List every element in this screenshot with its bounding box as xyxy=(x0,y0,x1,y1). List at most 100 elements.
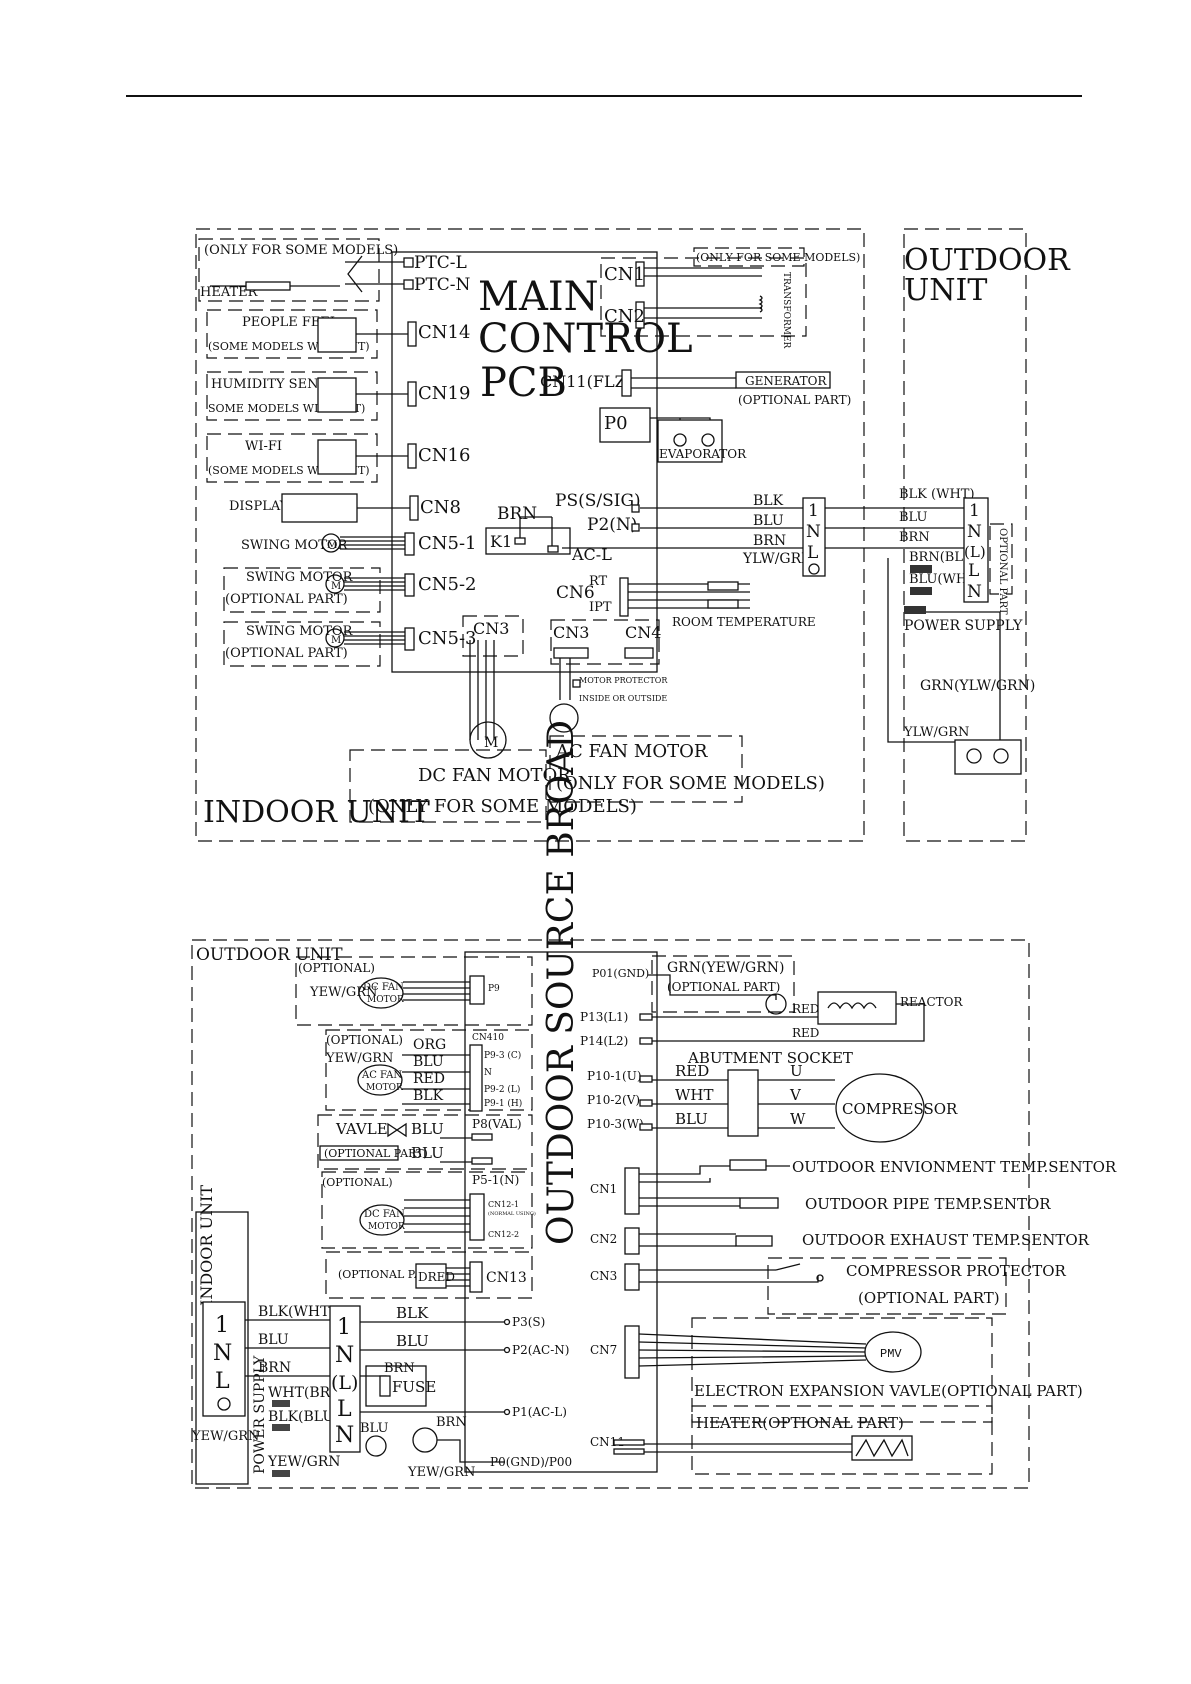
yew-grn-3: YEW/GRN xyxy=(191,1429,259,1444)
p9-label: P9 xyxy=(488,984,500,994)
i-1: 1 xyxy=(215,1313,229,1338)
indoor-term-l: L xyxy=(807,543,818,563)
yew-grn-tag xyxy=(272,1470,290,1477)
cn6-label: CN6 xyxy=(556,583,595,603)
pcb-title-2: CONTROL xyxy=(478,316,693,362)
cn1-label: CN1 xyxy=(604,264,645,285)
red-r1-label: RED xyxy=(792,1002,819,1016)
ptc-l-label: PTC-L xyxy=(414,253,467,273)
svg-text:M: M xyxy=(331,581,341,592)
p01-label: P01(GND) xyxy=(592,967,649,980)
pipe-sensor-label: OUTDOOR PIPE TEMP.SENTOR xyxy=(805,1195,1051,1213)
cn5-2-label: CN5-2 xyxy=(418,574,477,595)
motor-3: MOTOR xyxy=(368,1222,405,1232)
evaporator-label: EVAPORATOR xyxy=(659,447,747,461)
p5-label: P5-1(N) xyxy=(472,1173,519,1187)
optional-part-v: (OPTIONAL PART) xyxy=(324,1147,428,1160)
swing-motor-2-symbol xyxy=(325,574,345,594)
transformer-coil xyxy=(758,295,763,313)
blu-a-label: BLU xyxy=(413,1054,444,1070)
eev-label: ELECTRON EXPANSION VAVLE(OPTIONAL PART) xyxy=(694,1382,1083,1400)
p10-3-label: P10-3(W) xyxy=(587,1117,644,1131)
dc-fan-motor-symbol xyxy=(469,721,507,759)
p13-label: P13(L1) xyxy=(580,1010,628,1024)
cn7-label: CN7 xyxy=(590,1343,617,1357)
inside-outside-label: INSIDE OR OUTSIDE xyxy=(579,694,667,703)
outdoor-source-board xyxy=(464,951,658,1473)
optional-part-vertical: OPTIONAL PART xyxy=(997,528,1008,615)
fuse-symbol xyxy=(379,1375,391,1397)
dred-label: DRED xyxy=(418,1270,455,1284)
blu-v1-label: BLU xyxy=(411,1120,444,1138)
red-r2-label: RED xyxy=(792,1026,819,1040)
compressor-symbol xyxy=(835,1073,925,1143)
generator-note: (OPTIONAL PART) xyxy=(738,393,851,407)
p3-label: P3(S) xyxy=(512,1315,545,1329)
t-1: 1 xyxy=(337,1315,351,1340)
exhaust-sensor-label: OUTDOOR EXHAUST TEMP.SENTOR xyxy=(802,1231,1090,1249)
outdoor-unit-label-2b: OUTDOOR UNIT xyxy=(196,945,343,965)
cn3-a-label: CN3 xyxy=(473,619,509,638)
blk-wht-label: BLK (WHT) xyxy=(899,487,975,502)
transformer-label: TRANSFORMER xyxy=(781,272,791,349)
abutment-label: ABUTMENT SOCKET xyxy=(687,1049,853,1067)
blu-wht-tag xyxy=(910,587,932,595)
ac-fan-motor-note: (ONLY FOR SOME MODELS) xyxy=(556,773,825,794)
blu-v2-label: BLU xyxy=(411,1144,444,1162)
wifi-box xyxy=(206,433,378,483)
humidity-label: HUMIDITY SENSOR xyxy=(211,377,349,392)
board-label: OUTDOOR SOURCE BROAD xyxy=(541,720,582,1245)
cn3-b-label: CN3 xyxy=(553,623,589,642)
transformer-note: (ONLY FOR SOME MODELS) xyxy=(696,251,860,264)
blu-g: BLU xyxy=(360,1421,388,1436)
power-supply-out: POWER SUPPLY xyxy=(252,1355,268,1474)
grn-yew-grn-label: GRN(YEW/GRN) xyxy=(667,960,784,976)
pmv-label: PMV xyxy=(880,1347,902,1361)
blk-wht-out: BLK(WHT) xyxy=(258,1304,335,1320)
grn-ylw-grn-label: GRN(YLW/GRN) xyxy=(920,678,1035,694)
indoor-wiring-diagram: OUTDOOR UNIT MAIN CONTROL PCB (ONLY FOR … xyxy=(195,228,1071,842)
dc-fan-motor-label: DC FAN MOTOR xyxy=(418,765,571,786)
fuse-label: FUSE xyxy=(392,1378,436,1396)
indoor-term-1: 1 xyxy=(808,501,819,521)
blu-label-2: BLU xyxy=(899,510,927,525)
outdoor-terminal-block xyxy=(963,497,989,603)
p0-label: P0 xyxy=(604,413,628,434)
cn3-out-label: CN3 xyxy=(590,1269,617,1283)
p2n-label: P2(N) xyxy=(587,515,637,535)
blk-a-label: BLK xyxy=(413,1088,444,1104)
outdoor-term-l: L xyxy=(968,561,979,581)
transformer-box xyxy=(600,257,807,337)
generator-label: GENERATOR xyxy=(745,374,827,388)
outdoor-terminal-main xyxy=(329,1305,361,1453)
reactor-coil xyxy=(827,1002,877,1010)
cn5-1-label: CN5-1 xyxy=(418,533,477,554)
abutment-socket xyxy=(727,1069,759,1137)
wht-c-label: WHT xyxy=(675,1086,714,1104)
p10-2-label: P10-2(V) xyxy=(587,1093,640,1107)
heater-element xyxy=(245,281,291,291)
wht-brn-tag xyxy=(272,1400,290,1407)
brn-g: BRN xyxy=(436,1415,467,1430)
comp-protector-label: COMPRESSOR PROTECTOR xyxy=(846,1262,1067,1280)
dc-fan-motor-note: (ONLY FOR SOME MODELS) xyxy=(368,796,637,817)
heater-out-label: HEATER(OPTIONAL PART) xyxy=(696,1414,904,1432)
indoor-term-n: N xyxy=(806,522,821,542)
cn19-label: CN19 xyxy=(418,383,470,404)
cn4-label: CN4 xyxy=(625,623,661,642)
org-label: ORG xyxy=(413,1037,446,1053)
swing-motor-3-symbol xyxy=(325,628,345,648)
cn5-3-label: CN5-3 xyxy=(418,628,477,649)
cn12-2-label: CN12-2 xyxy=(488,1230,519,1239)
dc-fan-m: M xyxy=(484,735,498,751)
i-n: N xyxy=(213,1341,232,1366)
blu-wht-label: BLU(WHT) xyxy=(909,572,981,587)
heater-label: HEATER xyxy=(200,285,259,300)
blu-w: BLU xyxy=(396,1332,429,1350)
outdoor-wiring-diagram: OUTDOOR UNIT OUTDOOR SOURCE BROAD (OPTIO… xyxy=(191,720,1117,1489)
blk-wire-label: BLK xyxy=(753,493,784,509)
blu-out: BLU xyxy=(258,1332,289,1348)
normal-using-label: (NORMAL USING) xyxy=(488,1210,536,1217)
dc-fan-motor-1-symbol xyxy=(358,977,404,1009)
power-supply-label: POWER SUPPLY xyxy=(904,618,1023,634)
